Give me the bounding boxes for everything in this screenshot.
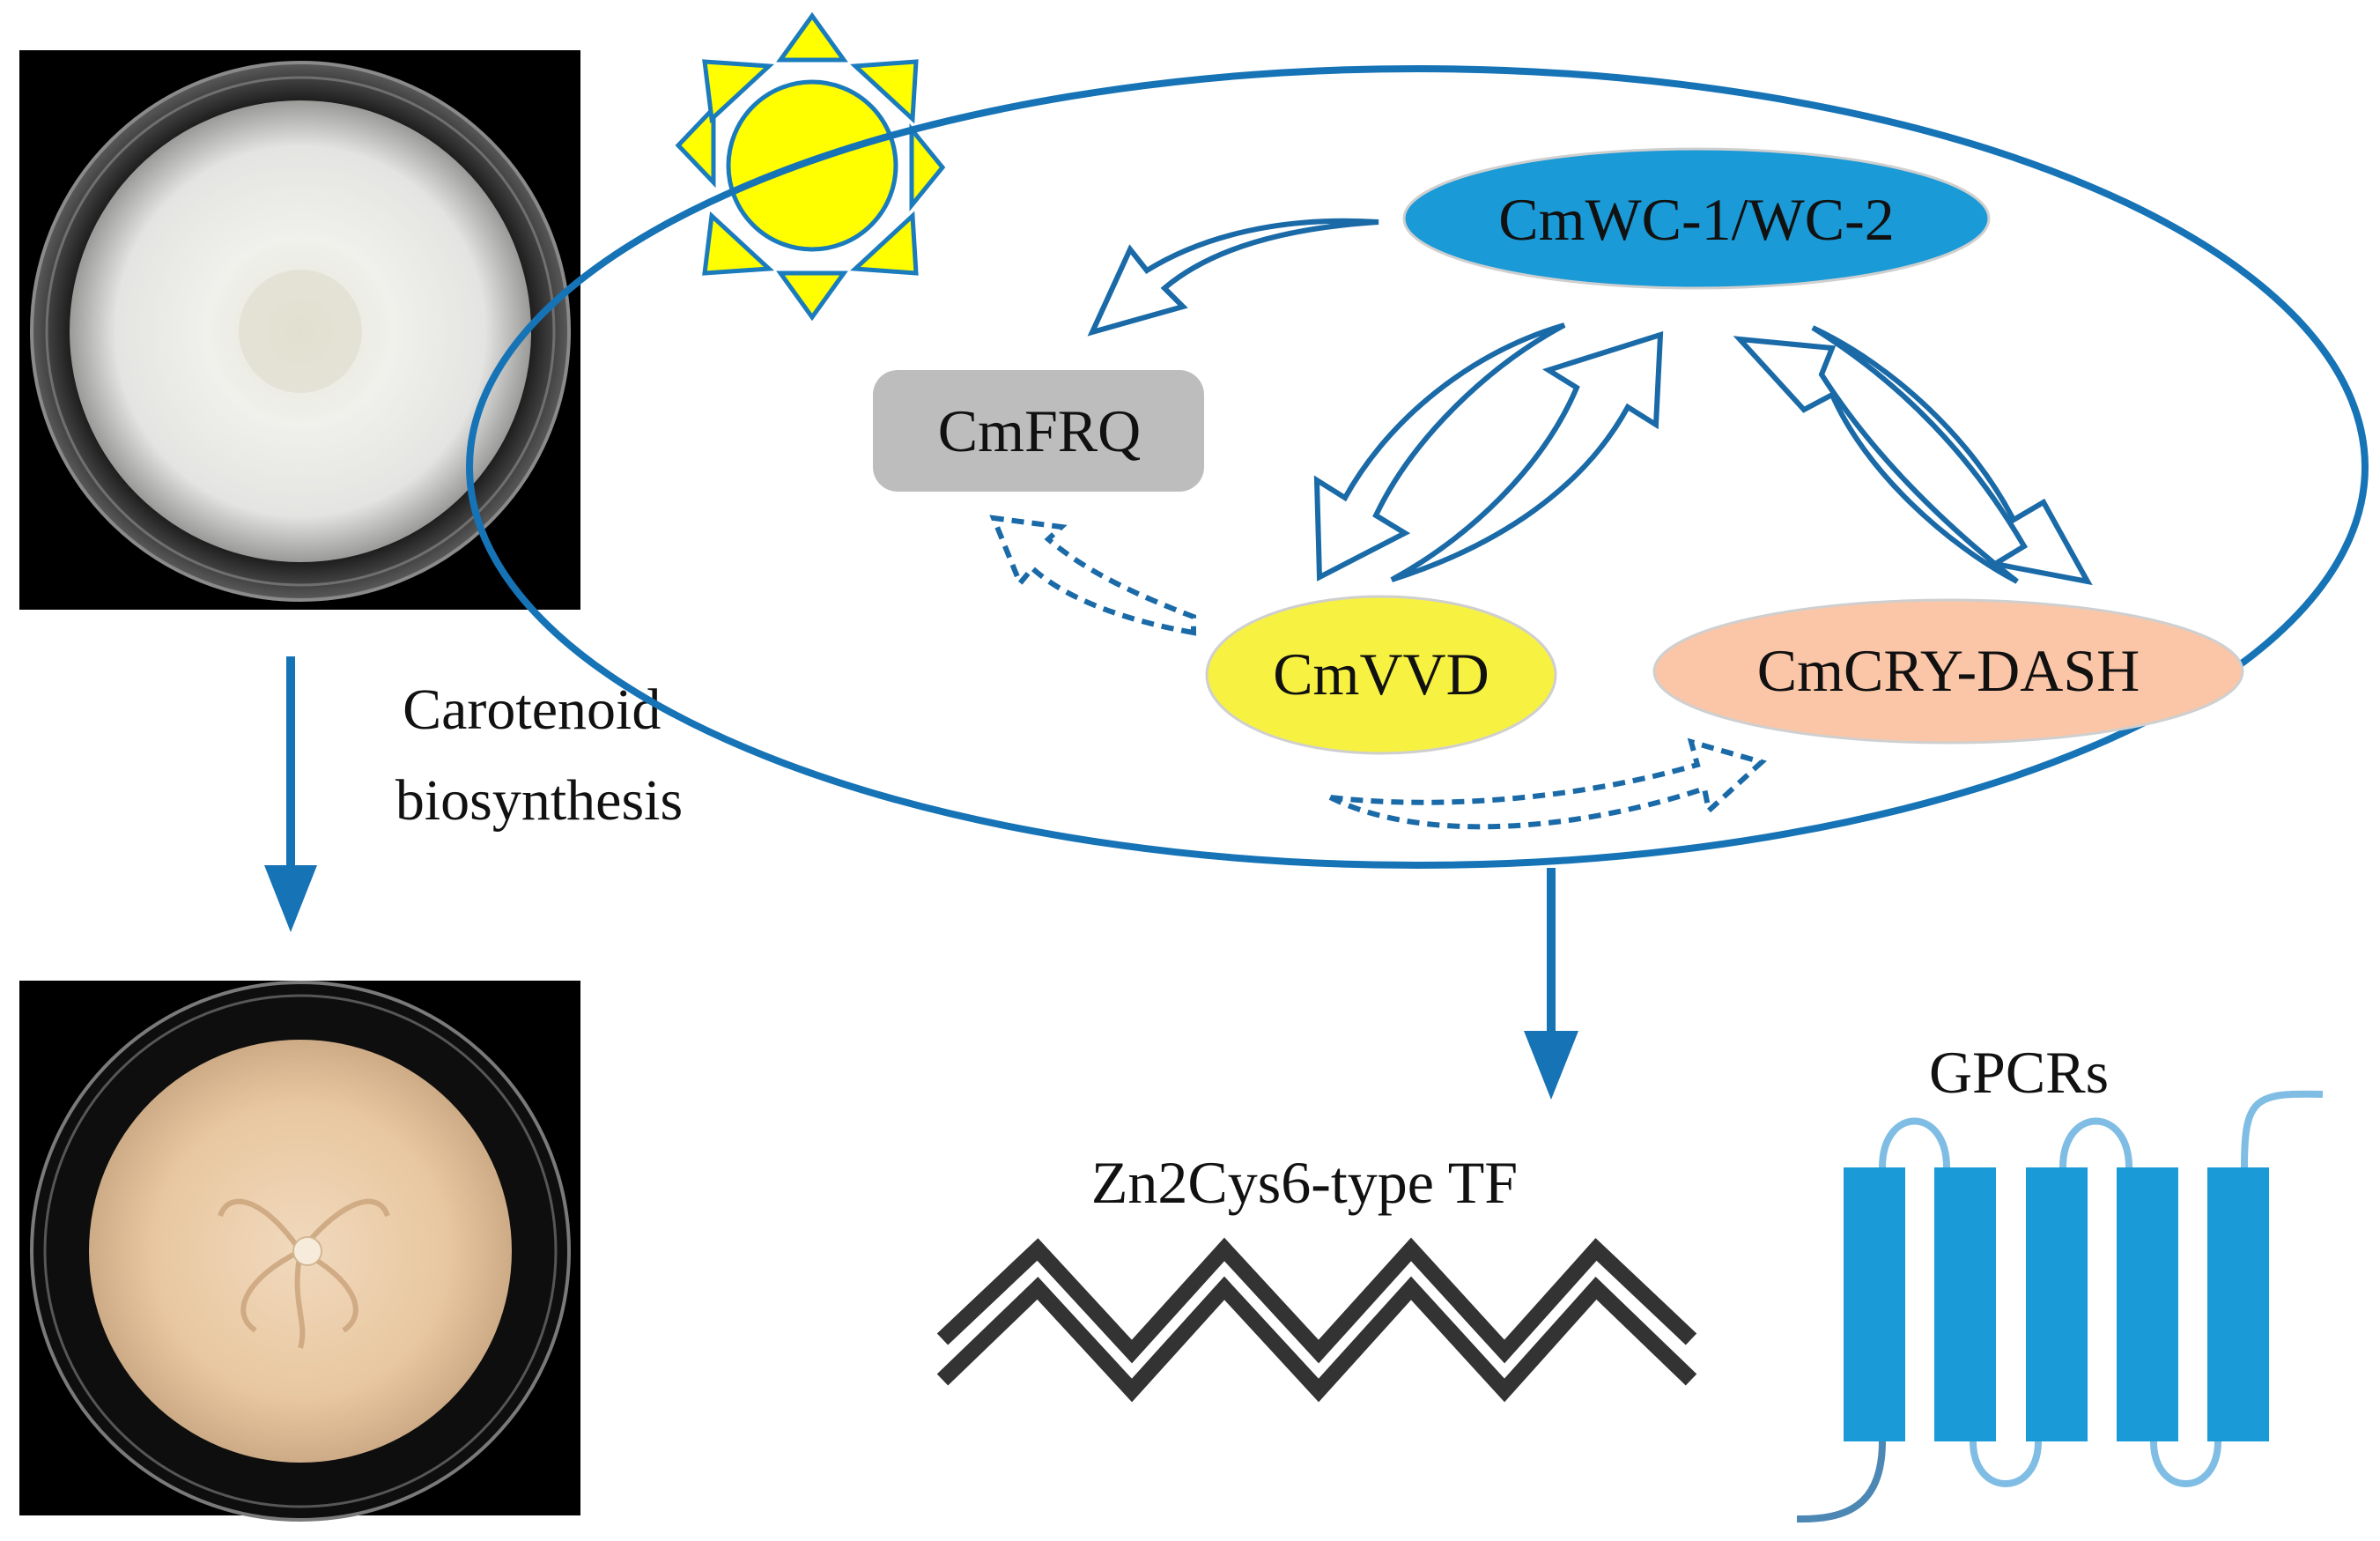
svg-text:CmVVD: CmVVD (1273, 641, 1489, 708)
output-arrow (1524, 868, 1578, 1100)
node-cmvvd: CmVVD (1205, 595, 1557, 755)
plate-after-image (19, 981, 580, 1522)
gpcr-label: GPCRs (1929, 1039, 2109, 1106)
node-cmfrq: CmFRQ (873, 370, 1204, 492)
seven-transmembrane-receptor-icon (1796, 1090, 2324, 1523)
svg-text:CmCRY-DASH: CmCRY-DASH (1757, 637, 2140, 704)
arrow-wc-to-frq (1087, 218, 1379, 337)
process-arrow (264, 656, 317, 932)
cell-boundary (466, 65, 2369, 869)
svg-text:CmFRQ: CmFRQ (938, 397, 1142, 464)
arrow-vvd-to-wc (1390, 330, 1664, 582)
sun-icon (675, 11, 946, 322)
dashed-arrow-vvd-to-cry (1328, 737, 1767, 830)
arrow-cry-to-wc (1733, 336, 2019, 584)
tf-label: Zn2Cys6-type TF (1091, 1149, 1518, 1216)
process-label: Carotenoid biosynthesis (395, 678, 683, 833)
zinc-finger-zigzag-icon (936, 1237, 1697, 1403)
node-cmwc: CmWC-1/WC-2 (1402, 147, 1991, 290)
plate-before-image (19, 50, 580, 610)
node-cmcry-dash: CmCRY-DASH (1652, 598, 2244, 745)
svg-text:CmWC-1/WC-2: CmWC-1/WC-2 (1498, 186, 1895, 253)
dashed-arrow-vvd-to-frq (989, 515, 1196, 636)
arrow-wc-to-cry (1811, 325, 2093, 586)
arrow-wc-to-vvd (1313, 322, 1566, 582)
